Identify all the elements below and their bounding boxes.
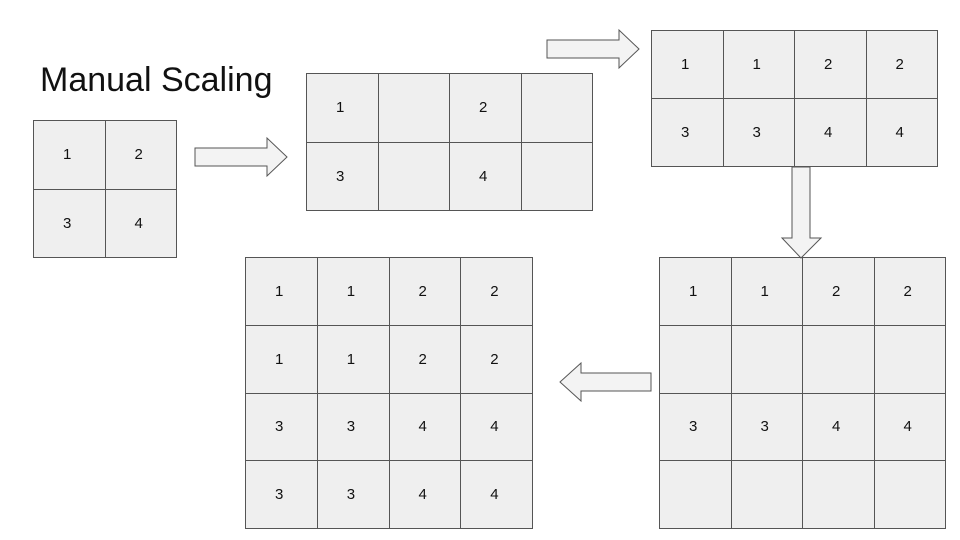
grid-cell xyxy=(731,325,803,394)
grid-cell: 2 xyxy=(795,31,867,99)
grid-cell: 4 xyxy=(866,99,938,167)
grid-cell: 2 xyxy=(803,258,875,326)
grid-cell: 1 xyxy=(246,258,318,326)
grid-cell: 4 xyxy=(461,461,533,529)
grid-cell xyxy=(874,325,946,394)
grid-cell: 1 xyxy=(317,258,390,326)
grid-cell: 4 xyxy=(450,142,522,211)
diagram-title: Manual Scaling xyxy=(40,61,273,99)
grid-cell: 3 xyxy=(317,393,390,462)
grid-cell xyxy=(378,142,450,211)
grid-cell: 2 xyxy=(461,325,533,394)
grid-cell xyxy=(803,325,875,394)
grid-cell: 1 xyxy=(731,258,803,326)
grid-cell xyxy=(731,461,803,529)
grid-cell: 1 xyxy=(723,31,795,99)
grid-cell xyxy=(660,325,732,394)
grid-cell xyxy=(521,74,593,143)
grid-cell: 1 xyxy=(34,121,106,190)
grid-cell: 3 xyxy=(246,461,318,529)
grid-cell: 1 xyxy=(307,74,379,143)
arrow-right-1 xyxy=(194,136,288,178)
grid-cell: 4 xyxy=(389,393,462,462)
grid-cell: 4 xyxy=(461,393,533,462)
grid-cell: 2 xyxy=(389,258,462,326)
arrow-left xyxy=(559,361,652,403)
grid-cell: 3 xyxy=(246,393,318,462)
grid-cell: 3 xyxy=(307,142,379,211)
grid-cell: 4 xyxy=(795,99,867,167)
grid-cell: 3 xyxy=(723,99,795,167)
grid-cell: 1 xyxy=(317,325,390,394)
grid-cell xyxy=(803,461,875,529)
grid-cell: 3 xyxy=(731,393,803,462)
grid-cell: 4 xyxy=(105,189,177,258)
grid-cell: 1 xyxy=(246,325,318,394)
grid-cell xyxy=(378,74,450,143)
grid-cell: 4 xyxy=(874,393,946,462)
grid-cell: 3 xyxy=(34,189,106,258)
grid-cell: 2 xyxy=(874,258,946,326)
grid-cell xyxy=(660,461,732,529)
grid-cell: 4 xyxy=(389,461,462,529)
grid-cell: 4 xyxy=(803,393,875,462)
grid-cell: 3 xyxy=(652,99,724,167)
grid-cell: 2 xyxy=(866,31,938,99)
grid-cell: 2 xyxy=(105,121,177,190)
grid-cell: 3 xyxy=(317,461,390,529)
horizontal-spread-grid: 1 2 3 4 xyxy=(306,73,593,211)
grid-cell xyxy=(521,142,593,211)
grid-cell: 3 xyxy=(660,393,732,462)
arrow-right-2 xyxy=(546,28,640,70)
grid-cell: 2 xyxy=(461,258,533,326)
arrow-down xyxy=(780,166,823,259)
grid-cell: 2 xyxy=(450,74,522,143)
grid-cell: 1 xyxy=(660,258,732,326)
grid-cell: 1 xyxy=(652,31,724,99)
grid-cell xyxy=(874,461,946,529)
grid-cell: 2 xyxy=(389,325,462,394)
